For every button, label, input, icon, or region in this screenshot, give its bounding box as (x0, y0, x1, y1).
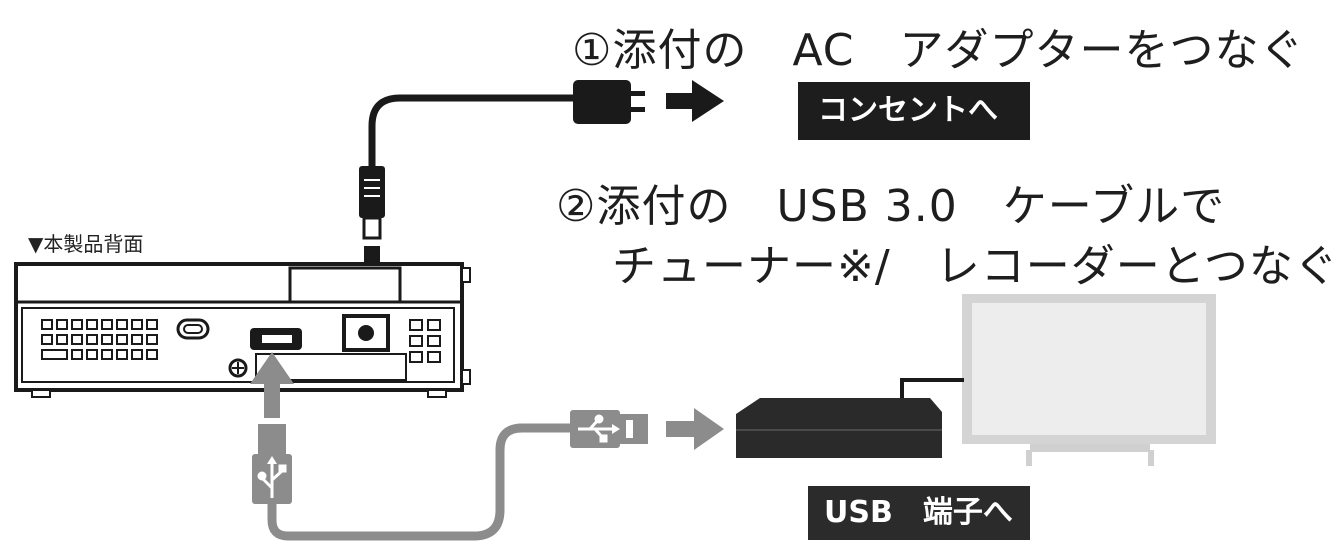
tv-illustration (962, 294, 1216, 466)
vent-slot (71, 334, 83, 345)
step2-instruction-line2: チューナー※/ レコーダーとつなぐ (612, 241, 1337, 292)
vent-slot (146, 349, 158, 360)
vent-slot (101, 334, 113, 345)
vent-slot (71, 349, 83, 360)
step2-instruction-line1: ②添付の USB 3.0 ケーブルで (556, 181, 1226, 232)
adapter-cable (368, 94, 579, 172)
recorder-tv-cable (900, 378, 964, 398)
outlet-badge: コンセントへ (798, 82, 1030, 140)
vent-slot (41, 319, 53, 330)
arrow-right-icon (666, 408, 724, 450)
vent-slot (41, 334, 53, 345)
vent-slot (427, 351, 441, 363)
usb-symbol-icon (578, 414, 620, 443)
vent-slot (101, 319, 113, 330)
vent-slot (409, 319, 423, 331)
vent-slot (86, 349, 98, 360)
vent-slot (131, 334, 143, 345)
vent-slot (131, 349, 143, 360)
vent-slot (41, 349, 68, 360)
usb-port-badge: USB 端子へ (808, 486, 1030, 540)
usb-symbol-icon (257, 456, 287, 498)
vent-grid (41, 319, 441, 363)
vent-slot (427, 319, 441, 331)
usb-micro-plug (252, 424, 292, 504)
vent-slot (101, 349, 113, 360)
dc-plug-icon (359, 166, 385, 240)
vent-slot (131, 319, 143, 330)
vent-slot (116, 319, 128, 330)
vent-slot (116, 334, 128, 345)
recorder-illustration (736, 398, 942, 458)
vent-slot (146, 334, 158, 345)
vent-slot (427, 335, 441, 347)
step1-instruction: ①添付の AC アダプターをつなぐ (572, 25, 1305, 76)
arrow-right-icon (666, 80, 724, 122)
vent-slot (71, 319, 83, 330)
vent-slot (86, 319, 98, 330)
vent-slot (146, 319, 158, 330)
vent-slot (56, 334, 68, 345)
vent-slot (409, 351, 423, 363)
arrow-up-icon (250, 352, 294, 418)
device-rear-panel (14, 262, 471, 398)
vent-slot (86, 334, 98, 345)
vent-slot (56, 319, 68, 330)
rear-view-label: ▼本製品背面 (28, 232, 144, 256)
vent-slot (116, 349, 128, 360)
ac-plug-icon (573, 80, 645, 124)
usb-a-plug (570, 410, 648, 448)
usb-cable (267, 423, 577, 541)
vent-slot (409, 335, 423, 347)
